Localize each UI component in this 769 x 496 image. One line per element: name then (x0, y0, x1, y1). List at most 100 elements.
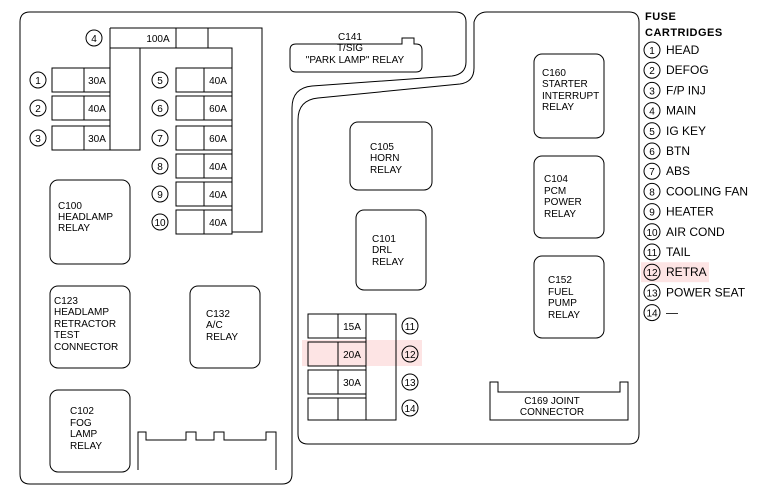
fuse-10-rating: 40A (209, 218, 227, 229)
bus-bar-left (109, 28, 141, 151)
legend-number-circle (643, 182, 661, 200)
legend-number: 13 (646, 288, 658, 299)
fuse-4-number-circle (85, 29, 103, 47)
legend-number: 11 (647, 248, 658, 259)
relay-c102-label-2: FOG (70, 418, 92, 429)
legend-number-circle (643, 243, 661, 261)
fuse-14-number-circle (401, 399, 419, 417)
legend-number-circle (643, 263, 661, 281)
relay-c123-label-2: HEADLAMP (54, 307, 109, 318)
relay-c160-label-1: C160 (542, 68, 566, 79)
fuse-1-number: 1 (35, 76, 41, 87)
legend-number: 7 (649, 167, 655, 178)
relay-c105-label-1: C105 (370, 142, 394, 153)
legend-number: 4 (649, 107, 655, 118)
fuse-6-number-circle (151, 99, 169, 117)
relay-c152-label-1: C152 (548, 275, 572, 286)
relay-c100-label-3: RELAY (58, 223, 90, 234)
fuse-13-body (307, 369, 367, 395)
legend-number-circle (643, 304, 661, 322)
relay-c123 (49, 285, 131, 369)
legend-number: 12 (646, 268, 658, 279)
fuse-11-number-circle (401, 317, 419, 335)
fuse-13-number-circle (401, 373, 419, 391)
fuse-7-number-circle (151, 129, 169, 147)
fuse-7-rating: 60A (209, 134, 227, 145)
relay-c132-label-1: C132 (206, 309, 230, 320)
relay-c100-label-2: HEADLAMP (58, 212, 113, 223)
relay-c104-label-2: PCM (544, 186, 566, 197)
fuse-11-number: 11 (405, 322, 416, 333)
relay-c123-label-5: CONNECTOR (54, 342, 118, 353)
relay-c102-label-1: C102 (70, 406, 94, 417)
legend-label: POWER SEAT (666, 285, 746, 299)
legend-number-circle (643, 203, 661, 221)
connector-c169 (489, 381, 629, 421)
legend-number-circle (643, 61, 661, 79)
fuse-7-number: 7 (157, 134, 163, 145)
legend-label: AIR COND (666, 225, 725, 239)
fuse-5-rating: 40A (209, 76, 227, 87)
fuse-13-rating: 30A (343, 378, 361, 389)
fuse-12-body (307, 341, 367, 367)
fuse-9-number-circle (151, 185, 169, 203)
fuse-2-body (51, 95, 111, 121)
fuse-14-number: 14 (404, 404, 416, 415)
relay-c105-label-3: RELAY (370, 165, 402, 176)
relay-c141-label-3: "PARK LAMP" RELAY (306, 55, 405, 66)
bus-bar-lower (365, 313, 397, 421)
relay-c104-label-1: C104 (544, 174, 568, 185)
legend-label: ABS (666, 164, 690, 178)
bus-bar-right (208, 27, 263, 233)
legend-number: 14 (646, 309, 658, 320)
legend-label: F/P INJ (666, 83, 706, 97)
relay-c152-label-2: FUEL (548, 287, 574, 298)
relay-c104-label-3: POWER (544, 197, 582, 208)
fuse-8-number: 8 (157, 162, 163, 173)
legend-label: COOLING FAN (666, 184, 748, 198)
fuse-12-number: 12 (404, 350, 416, 361)
legend-number-circle (643, 142, 661, 160)
fuse-14-body (307, 397, 367, 421)
legend-number: 6 (649, 147, 655, 158)
fuse-5-number: 5 (157, 76, 163, 87)
legend-label: RETRA (666, 265, 707, 279)
fuse-2-rating: 40A (88, 104, 106, 115)
legend-number-circle (643, 81, 661, 99)
legend-number: 2 (649, 66, 655, 77)
fuse-5-number-circle (151, 71, 169, 89)
fuse-4-rating: 100A (146, 34, 170, 45)
legend-number: 5 (649, 127, 655, 138)
relay-c101 (355, 209, 427, 291)
legend-number: 8 (649, 187, 655, 198)
fuse-8-rating: 40A (209, 162, 227, 173)
relay-c152-label-4: RELAY (548, 310, 580, 321)
legend-number: 10 (646, 228, 658, 239)
fuse-3-number-circle (29, 129, 47, 147)
fuse-11-rating: 15A (343, 322, 361, 333)
legend-label: IG KEY (666, 124, 706, 138)
relay-c101-label-3: RELAY (372, 257, 404, 268)
relay-c100-label-1: C100 (58, 201, 82, 212)
inner-housing-outline (297, 11, 640, 445)
relay-c102-label-3: LAMP (70, 429, 98, 440)
relay-c132 (189, 285, 261, 369)
legend-title-2: CARTRIDGES (645, 27, 723, 39)
fuse-3-body (51, 125, 111, 151)
relay-c101-label-2: DRL (372, 245, 392, 256)
relay-c123-label-3: RETRACTOR (54, 319, 116, 330)
relay-c101-label-1: C101 (372, 234, 396, 245)
connector-bottom-left (137, 431, 277, 470)
connector-c169-label-1: C169 JOINT (524, 396, 580, 407)
relay-c141-label-2: T/SIG (337, 43, 363, 54)
legend-label: HEATER (666, 205, 714, 219)
bus-bar-main (110, 27, 209, 49)
legend-number-circle (643, 223, 661, 241)
legend-number-circle (643, 162, 661, 180)
fuse-3-number: 3 (35, 134, 41, 145)
fuse-1-body (51, 67, 111, 93)
fuse-box-outline (19, 11, 467, 485)
relay-c152-label-3: PUMP (548, 298, 577, 309)
legend-label: HEAD (666, 43, 700, 57)
